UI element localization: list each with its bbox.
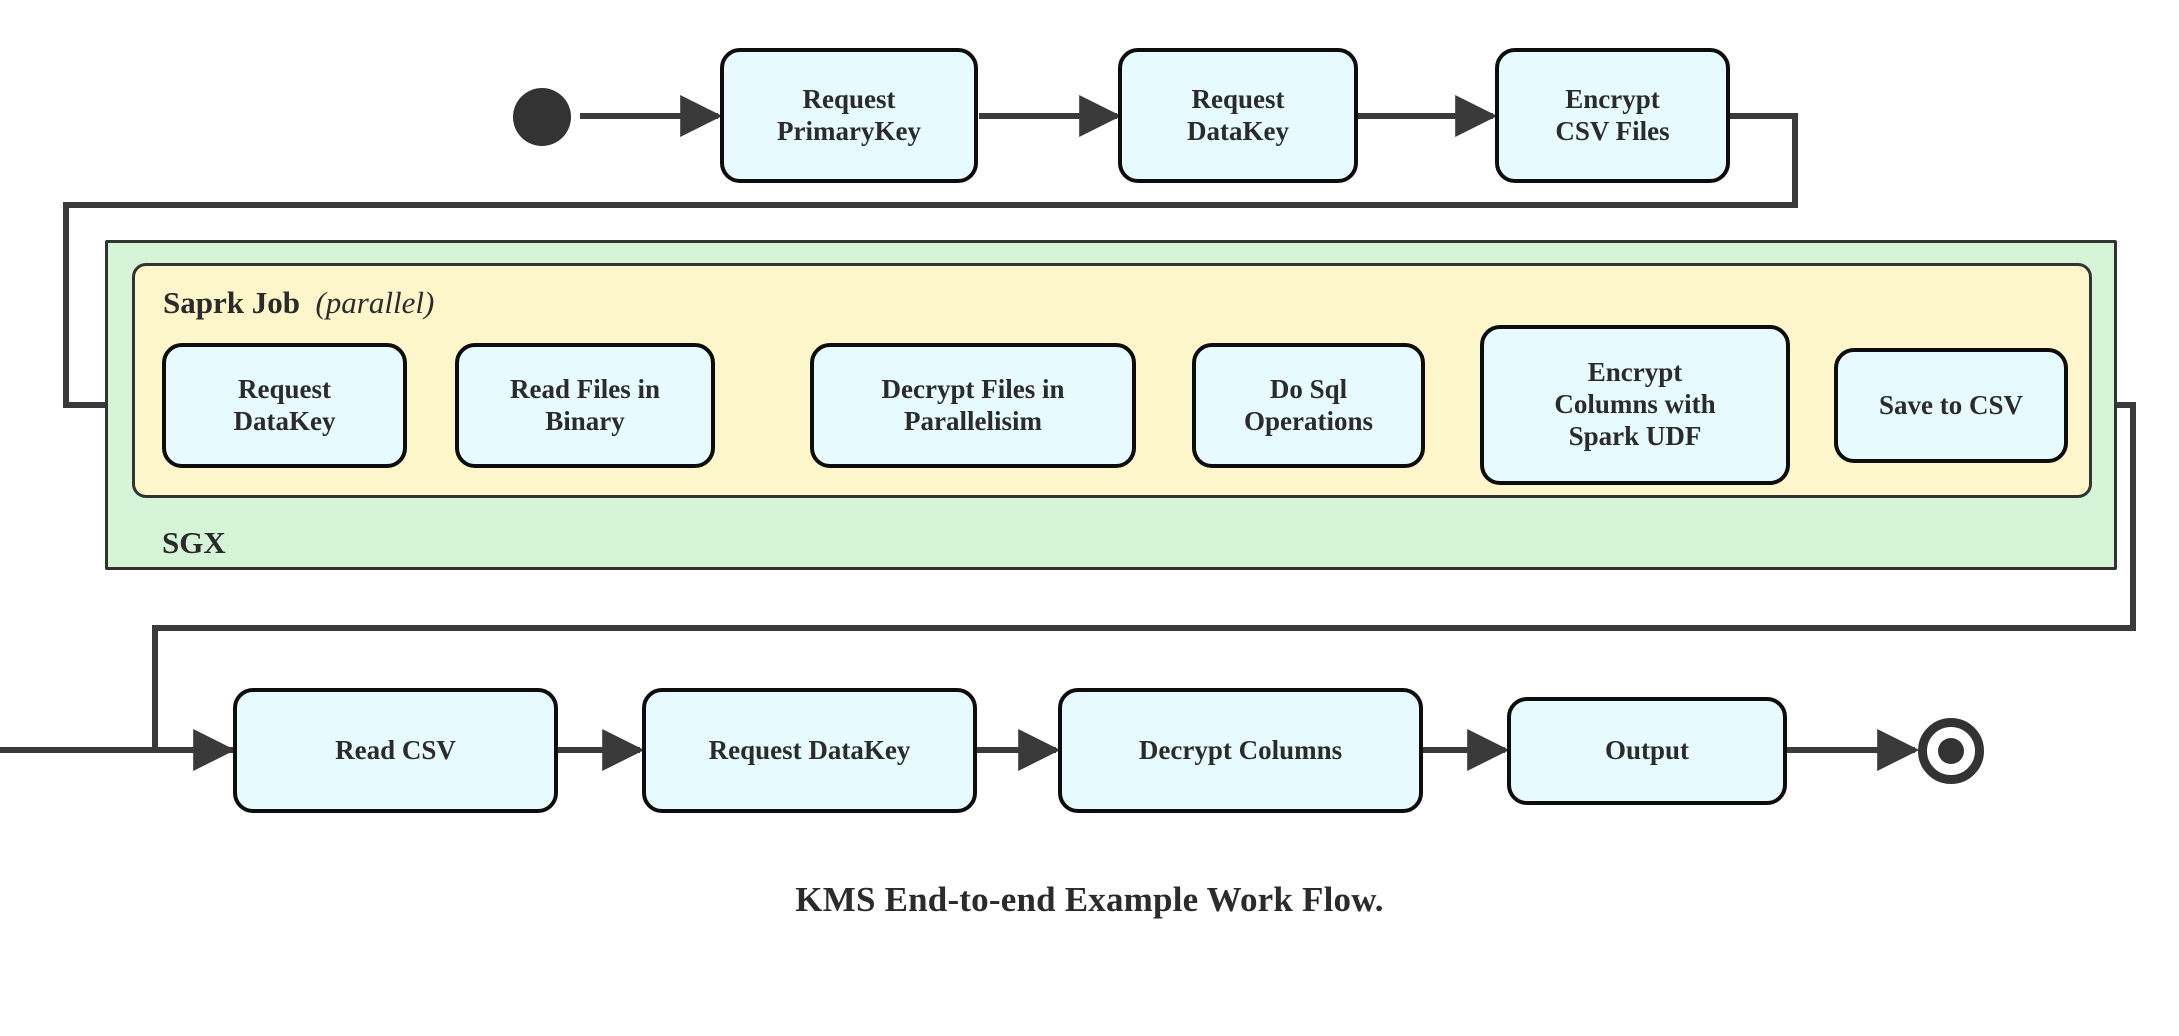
node-label-line2: Binary (545, 405, 625, 436)
region-spark-job-label: Saprk Job (parallel) (163, 287, 434, 318)
node-decrypt-columns[interactable]: Decrypt Columns (1058, 688, 1423, 813)
node-label-line1: Encrypt (1587, 357, 1683, 388)
node-decrypt-files-in-parallelisim[interactable]: Decrypt Files in Parallelisim (810, 343, 1136, 468)
diagram-caption: KMS End-to-end Example Work Flow. (795, 880, 1384, 919)
end-node-inner-dot (1938, 738, 1964, 764)
node-label-line1: Decrypt Files in (881, 373, 1065, 404)
node-label-line1: Output (1604, 735, 1690, 766)
region-spark-job-label-bold: Saprk Job (163, 285, 300, 320)
node-label-line1: Request (237, 373, 331, 404)
node-label: Read Files in Binary (510, 374, 660, 438)
node-label-line2: DataKey (1187, 115, 1289, 146)
start-node-icon (513, 88, 571, 146)
node-label: Request DataKey (234, 374, 336, 438)
node-request-primarykey[interactable]: Request PrimaryKey (720, 48, 978, 183)
node-label-line2: Columns with (1554, 389, 1716, 420)
node-label-line2: Operations (1243, 405, 1373, 436)
node-label-line1: Save to CSV (1878, 389, 2023, 420)
end-node-icon (1918, 718, 1984, 784)
node-label: Encrypt CSV Files (1555, 84, 1669, 148)
node-read-files-in-binary[interactable]: Read Files in Binary (455, 343, 715, 468)
node-label-line2: PrimaryKey (777, 115, 921, 146)
node-label-line1: Read Files in (509, 373, 660, 404)
node-label-line1: Request DataKey (708, 734, 911, 765)
node-read-csv[interactable]: Read CSV (233, 688, 558, 813)
node-label: Decrypt Files in Parallelisim (882, 374, 1065, 438)
node-encrypt-columns-with-spark-udf[interactable]: Encrypt Columns with Spark UDF (1480, 325, 1790, 485)
node-save-to-csv[interactable]: Save to CSV (1834, 348, 2068, 463)
node-label-line1: Do Sql (1269, 373, 1348, 404)
node-request-datakey-bottom[interactable]: Request DataKey (642, 688, 977, 813)
node-label-line1: Request (802, 83, 896, 114)
node-request-datakey-spark[interactable]: Request DataKey (162, 343, 407, 468)
node-label: Request DataKey (1187, 84, 1289, 148)
node-do-sql-operations[interactable]: Do Sql Operations (1192, 343, 1425, 468)
node-label-line1: Decrypt Columns (1138, 734, 1343, 765)
node-label: Request PrimaryKey (777, 84, 921, 148)
region-spark-job-label-italic: (parallel) (315, 285, 435, 320)
node-encrypt-csv-files[interactable]: Encrypt CSV Files (1495, 48, 1730, 183)
node-request-datakey-top[interactable]: Request DataKey (1118, 48, 1358, 183)
node-label-line2: Parallelisim (904, 405, 1042, 436)
node-label-line1: Encrypt (1565, 83, 1660, 114)
node-label-line1: Read CSV (335, 734, 456, 765)
node-label-line1: Request (1191, 83, 1285, 114)
node-label-line2: CSV Files (1555, 115, 1670, 146)
region-sgx-label: SGX (162, 525, 226, 560)
node-output[interactable]: Output (1507, 697, 1787, 805)
node-label: Do Sql Operations (1244, 374, 1373, 438)
node-label-line3: Spark UDF (1568, 420, 1702, 451)
node-label-line2: DataKey (233, 405, 336, 436)
node-label: Encrypt Columns with Spark UDF (1554, 357, 1715, 453)
